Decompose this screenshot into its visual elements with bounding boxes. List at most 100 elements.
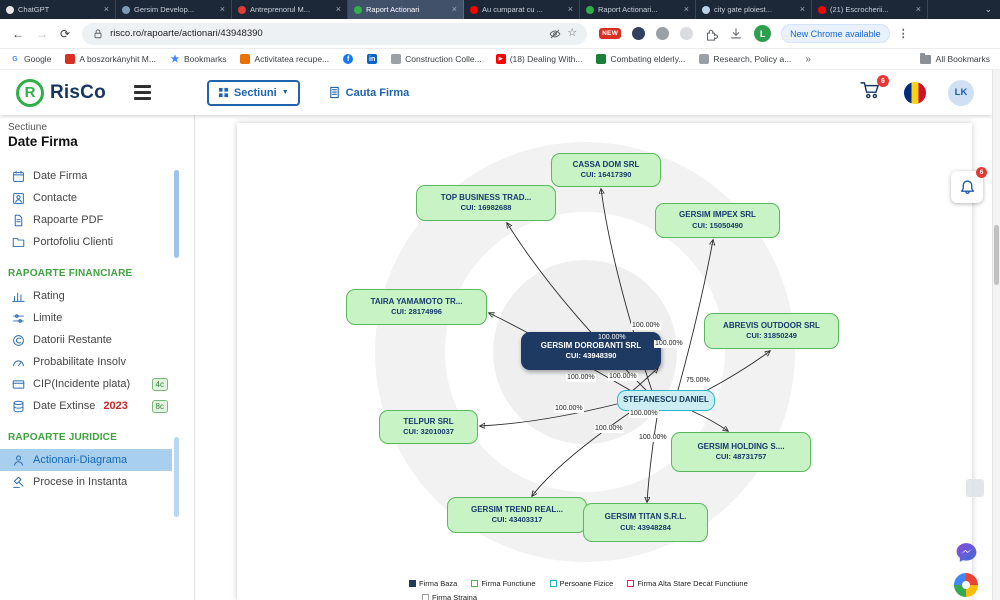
node-cui: CUI: 28174996	[391, 307, 442, 317]
bookmark-bookmarks[interactable]: ★Bookmarks	[170, 54, 226, 65]
sidebar-item-limite[interactable]: Limite	[0, 307, 172, 329]
sidebar-item-portofoliu-clienti[interactable]: Portofoliu Clienti	[0, 231, 172, 253]
all-bookmarks-label: All Bookmarks	[935, 54, 990, 64]
reload-icon[interactable]: ⟳	[60, 26, 71, 41]
risco-logo[interactable]: R RisCo	[16, 78, 106, 107]
user-avatar[interactable]: LK	[948, 79, 974, 106]
tab-search-chevron-icon[interactable]: ⌄	[984, 4, 992, 14]
sidebar-item-probabilitate-insolv[interactable]: Probabilitate Insolv	[0, 351, 172, 373]
sidebar-item-datorii-restante[interactable]: Datorii Restante	[0, 329, 172, 351]
sidebar-item-rapoarte-pdf[interactable]: Rapoarte PDF	[0, 209, 172, 231]
sidebar-item-label: Limite	[33, 312, 63, 324]
address-bar[interactable]: risco.ro/rapoarte/actionari/43948390 ☆	[82, 22, 588, 45]
folder-icon	[919, 52, 931, 64]
page-scrollbar[interactable]	[992, 70, 1000, 600]
browser-tab-21-escrocherii[interactable]: (21) Escrocherii...×	[812, 0, 928, 19]
tab-close-icon[interactable]: ×	[335, 4, 341, 14]
sidebar-heading-legal: RAPOARTE JURIDICE	[8, 432, 117, 443]
node-name: GERSIM TREND REAL...	[470, 504, 563, 514]
url-text[interactable]: risco.ro/rapoarte/actionari/43948390	[110, 28, 263, 39]
browser-tab-raport-actionari[interactable]: Raport Actionari×	[348, 0, 464, 19]
diagram-node-stefanescu-daniel[interactable]: STEFANESCU DANIEL	[617, 390, 715, 411]
browser-tab-antreprenorul-m[interactable]: Antreprenorul M...×	[232, 0, 348, 19]
gavel-icon	[12, 476, 25, 489]
cart-button[interactable]: 6	[860, 75, 889, 104]
bookmark-star-icon[interactable]: ☆	[567, 27, 578, 39]
chat-widget-button[interactable]	[954, 540, 979, 565]
accessibility-widget-center	[962, 581, 970, 589]
extension-icon[interactable]	[632, 27, 646, 40]
sidebar-item-rating[interactable]: Rating	[0, 285, 172, 307]
search-company-link[interactable]: Cauta Firma	[328, 86, 409, 99]
all-bookmarks-button[interactable]: All Bookmarks	[919, 52, 990, 64]
legend-item-firma-straina: Firma Straina	[422, 593, 477, 600]
bookmark-construction-colle[interactable]: Construction Colle...	[391, 54, 482, 64]
eye-slash-icon[interactable]	[549, 28, 561, 40]
bookmark-activitatea-recupe[interactable]: Activitatea recupe...	[240, 54, 329, 64]
browser-tab-au-cumparat-cu[interactable]: Au cumparat cu ...×	[464, 0, 580, 19]
tab-label: Gersim Develop...	[134, 5, 195, 14]
diagram-node-taira-yamamoto[interactable]: TAIRA YAMAMOTO TR...CUI: 28174996	[346, 289, 487, 325]
sections-button-label: Sectiuni	[233, 86, 277, 99]
diagram-node-gersim-holding[interactable]: GERSIM HOLDING S....CUI: 48731757	[671, 432, 811, 472]
profile-avatar[interactable]: L	[754, 25, 772, 42]
diagram-node-top-business[interactable]: TOP BUSINESS TRAD...CUI: 16982688	[416, 185, 556, 221]
tab-close-icon[interactable]: ×	[683, 4, 689, 14]
panel-widget-icon[interactable]	[966, 479, 984, 497]
sidebar-item-procese-in-instanta[interactable]: Procese in Instanta	[0, 471, 172, 493]
downloads-icon[interactable]	[729, 27, 743, 41]
forward-icon[interactable]: →	[36, 26, 48, 41]
edge-percent-label: 75.00%	[685, 377, 711, 386]
sidebar-item-cip-incidente-plata[interactable]: CIP(Incidente plata)4c	[0, 373, 172, 395]
bookmarks-overflow-icon[interactable]: »	[805, 53, 811, 65]
sidebar-item-contacte[interactable]: Contacte	[0, 187, 172, 209]
tab-close-icon[interactable]: ×	[799, 4, 805, 14]
bookmark-item[interactable]: f	[343, 54, 354, 64]
tab-close-icon[interactable]: ×	[451, 4, 457, 14]
sidebar-scrollbar-thumb[interactable]	[174, 170, 179, 258]
back-icon[interactable]: ←	[12, 26, 24, 41]
calendar-icon	[12, 170, 25, 183]
menu-hamburger-icon[interactable]	[133, 85, 151, 100]
browser-tab-chatgpt[interactable]: ChatGPT×	[0, 0, 116, 19]
browser-menu-icon[interactable]: ⋮	[897, 28, 909, 40]
page-scrollbar-thumb[interactable]	[994, 225, 999, 285]
browser-tab-city-gate-ploiest[interactable]: city gate ploiest...×	[696, 0, 812, 19]
bookmark-research-policy-a[interactable]: Research, Policy a...	[699, 54, 791, 64]
tab-close-icon[interactable]: ×	[567, 4, 573, 14]
extension-icon[interactable]	[656, 27, 670, 40]
browser-tab-gersim-develop[interactable]: Gersim Develop... ×	[116, 0, 232, 19]
sidebar-scrollbar-thumb[interactable]	[174, 437, 179, 517]
cart-badge: 6	[877, 75, 889, 87]
site-info-lock-icon[interactable]	[92, 28, 104, 40]
tab-close-icon[interactable]: ×	[219, 4, 225, 14]
accessibility-widget-button[interactable]	[954, 573, 978, 597]
bookmark-combating-elderly[interactable]: Combating elderly...	[596, 54, 685, 64]
sections-button[interactable]: Sectiuni ▼	[206, 79, 300, 106]
tab-close-icon[interactable]: ×	[915, 4, 921, 14]
sidebar-item-actionari-diagrama[interactable]: Actionari-Diagrama	[0, 449, 172, 471]
doc-icon	[12, 214, 25, 227]
bookmark-a-boszork-nyhit-m[interactable]: A boszorkányhit M...	[65, 54, 156, 64]
browser-tab-raport-actionari[interactable]: Raport Actionari...×	[580, 0, 696, 19]
sidebar-item-date-firma[interactable]: Date Firma	[0, 165, 172, 187]
extension-icon[interactable]	[680, 27, 694, 40]
diagram-node-gersim-titan[interactable]: GERSIM TITAN S.R.L.CUI: 43948284	[583, 503, 708, 542]
tab-close-icon[interactable]: ×	[103, 4, 109, 14]
chrome-update-button[interactable]: New Chrome available	[781, 24, 890, 43]
bookmark-item[interactable]: in	[367, 54, 378, 64]
sidebar-item-label: Datorii Restante	[33, 334, 112, 346]
bookmark-18-dealing-with[interactable]: ▶(18) Dealing With...	[495, 54, 582, 64]
puzzle-extensions-icon[interactable]	[704, 27, 719, 41]
diagram-node-gersim-trend[interactable]: GERSIM TREND REAL...CUI: 43403317	[447, 497, 587, 533]
romania-flag-icon[interactable]	[904, 81, 926, 104]
notifications-button[interactable]: 6	[951, 167, 987, 203]
new-extension-badge[interactable]: NEW	[599, 28, 622, 39]
